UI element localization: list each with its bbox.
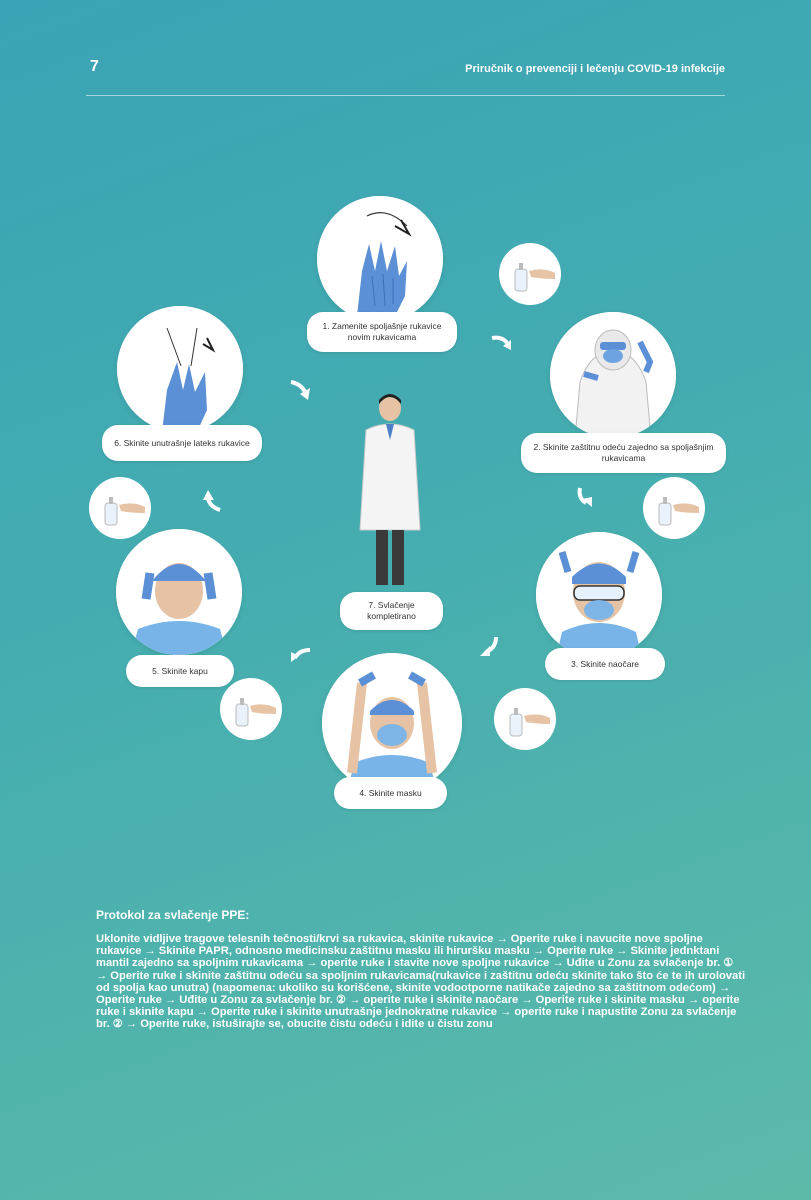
protocol-title: Protokol za svlačenje PPE: xyxy=(96,908,250,922)
handwash-mini-4 xyxy=(220,678,282,740)
mask-icon xyxy=(322,653,462,793)
curved-arrow-icon xyxy=(489,330,515,356)
glove-swap-icon xyxy=(317,196,443,322)
doctor-illustration xyxy=(350,390,430,590)
step-3-illustration xyxy=(536,532,662,658)
header-divider xyxy=(86,95,725,96)
step-5-illustration xyxy=(116,529,242,655)
doctor-icon xyxy=(359,394,421,585)
hand-sanitizer-icon xyxy=(658,497,699,526)
hand-sanitizer-icon xyxy=(514,263,555,292)
cap-icon xyxy=(116,529,242,655)
curved-arrow-icon xyxy=(476,634,502,660)
curved-arrow-icon xyxy=(287,640,313,666)
inner-gloves-icon xyxy=(117,306,243,432)
curved-arrow-icon xyxy=(288,376,314,402)
step-4-illustration xyxy=(322,653,462,793)
step-7-label: 7. Svlačenje kompletirano xyxy=(340,592,443,630)
step-4-label: 4. Skinite masku xyxy=(334,777,447,809)
step-2-illustration xyxy=(550,312,676,438)
step-2-label: 2. Skinite zaštitnu odeću zajedno sa spo… xyxy=(521,433,726,473)
step-3-label: 3. Skinite naočare xyxy=(545,648,665,680)
ppe-removal-diagram: 1. Zamenite spoljašnje rukavice novim ru… xyxy=(89,196,726,809)
step-1-illustration xyxy=(317,196,443,322)
step-6-label: 6. Skinite unutrašnje lateks rukavice xyxy=(102,425,262,461)
handwash-mini-3 xyxy=(494,688,556,750)
page-header-title: Priručnik o prevenciji i lečenju COVID-1… xyxy=(465,63,725,75)
step-1-label: 1. Zamenite spoljašnje rukavice novim ru… xyxy=(307,312,457,352)
protocol-body: Uklonite vidljive tragove telesnih tečno… xyxy=(96,933,746,1031)
handwash-mini-2 xyxy=(643,477,705,539)
curved-arrow-icon xyxy=(572,485,598,511)
handwash-mini-5 xyxy=(89,477,151,539)
hand-sanitizer-icon xyxy=(235,698,276,727)
goggles-icon xyxy=(536,532,662,658)
protective-suit-icon xyxy=(550,312,676,438)
page-number: 7 xyxy=(90,58,99,75)
curved-arrow-icon xyxy=(200,488,226,514)
step-5-label: 5. Skinite kapu xyxy=(126,655,234,687)
handwash-mini-1 xyxy=(499,243,561,305)
hand-sanitizer-icon xyxy=(509,708,550,737)
step-6-illustration xyxy=(117,306,243,432)
hand-sanitizer-icon xyxy=(104,497,145,526)
